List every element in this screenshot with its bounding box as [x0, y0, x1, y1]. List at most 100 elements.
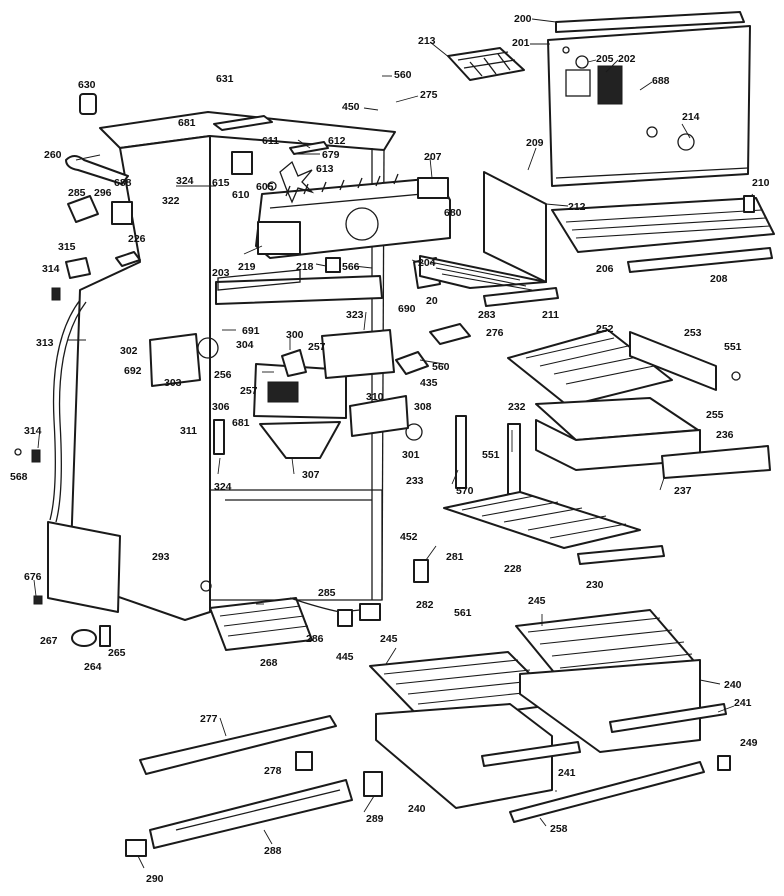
- callout-323: 323: [346, 309, 364, 321]
- callout-202: 202: [618, 53, 636, 65]
- part-number-callouts: 200 201 202 205 688 213 560 275 450 630 631 681 611 6…: [10, 13, 770, 885]
- callout-256: 256: [214, 369, 232, 381]
- callout-241a: 241: [734, 697, 752, 709]
- callout-322: 322: [162, 195, 180, 207]
- callout-289: 289: [366, 813, 384, 825]
- callout-313: 313: [36, 337, 54, 349]
- callout-226: 226: [128, 233, 146, 245]
- callout-288: 288: [264, 845, 282, 857]
- callout-236: 236: [716, 429, 734, 441]
- callout-249: 249: [740, 737, 758, 749]
- callout-296: 296: [94, 187, 112, 199]
- callout-631: 631: [216, 73, 234, 85]
- callout-267: 267: [40, 635, 58, 647]
- callout-203: 203: [212, 267, 230, 279]
- callout-680: 680: [444, 207, 462, 219]
- callout-213: 213: [418, 35, 436, 47]
- callout-310: 310: [366, 391, 384, 403]
- callout-237: 237: [674, 485, 692, 497]
- callout-277: 277: [200, 713, 218, 725]
- callout-228: 228: [504, 563, 522, 575]
- callout-201: 201: [512, 37, 530, 49]
- callout-610: 610: [232, 189, 250, 201]
- callout-314b: 314: [24, 425, 42, 437]
- callout-676: 676: [24, 571, 42, 583]
- callout-630: 630: [78, 79, 96, 91]
- callout-20: 20: [426, 295, 438, 307]
- callout-207: 207: [424, 151, 442, 163]
- callout-233: 233: [406, 475, 424, 487]
- callout-200: 200: [514, 13, 532, 25]
- fresh-food-shelf-228: [443, 415, 665, 565]
- callout-551a: 551: [724, 341, 742, 353]
- callout-566: 566: [342, 261, 360, 273]
- callout-290: 290: [146, 873, 164, 885]
- callout-692: 692: [124, 365, 142, 377]
- callout-611: 611: [262, 135, 279, 147]
- callout-306: 306: [212, 401, 230, 413]
- callout-302: 302: [120, 345, 138, 357]
- callout-283: 283: [478, 309, 496, 321]
- callout-612: 612: [328, 135, 346, 147]
- callout-275: 275: [420, 89, 438, 101]
- freezer-wire-shelf-206: [551, 195, 775, 273]
- callout-435: 435: [420, 377, 438, 389]
- callout-205: 205: [596, 53, 614, 65]
- fan-and-controls: [213, 115, 341, 291]
- callout-315: 315: [58, 241, 76, 253]
- callout-307: 307: [302, 469, 320, 481]
- callout-253: 253: [684, 327, 702, 339]
- callout-561: 561: [454, 607, 472, 619]
- evaporator-assembly: [255, 173, 451, 259]
- callout-268: 268: [260, 657, 278, 669]
- cabinet-frame: [47, 111, 396, 621]
- freezer-shelf-212: [419, 171, 559, 307]
- callout-208: 208: [710, 273, 728, 285]
- crisper-left: [369, 651, 581, 809]
- callout-276: 276: [486, 327, 504, 339]
- callout-688a: 688: [652, 75, 670, 87]
- lower-rails: [125, 559, 705, 857]
- callout-690: 690: [398, 303, 416, 315]
- callout-278: 278: [264, 765, 282, 777]
- callout-615: 615: [212, 177, 230, 189]
- callout-209: 209: [526, 137, 544, 149]
- callout-613: 613: [316, 163, 334, 175]
- callout-308: 308: [414, 401, 432, 413]
- callout-264: 264: [84, 661, 102, 673]
- callout-210: 210: [752, 177, 770, 189]
- callout-257b: 257: [240, 385, 258, 397]
- callout-679: 679: [322, 149, 340, 161]
- callout-232: 232: [508, 401, 526, 413]
- callout-568: 568: [10, 471, 28, 483]
- callout-219: 219: [238, 261, 256, 273]
- callout-324b: 324: [214, 481, 232, 493]
- callout-551b: 551: [482, 449, 500, 461]
- callout-265: 265: [108, 647, 126, 659]
- callout-285b: 285: [318, 587, 336, 599]
- callout-258: 258: [550, 823, 568, 835]
- leader-lines: [33, 18, 755, 869]
- callout-245a: 245: [528, 595, 546, 607]
- callout-691: 691: [242, 325, 260, 337]
- callout-560b: 560: [432, 361, 450, 373]
- callout-240a: 240: [724, 679, 742, 691]
- callout-211: 211: [542, 309, 559, 321]
- freezer-rear-panel: [547, 11, 751, 187]
- callout-303: 303: [164, 377, 182, 389]
- callout-218: 218: [296, 261, 314, 273]
- callout-681b: 681: [232, 417, 250, 429]
- callout-445: 445: [336, 651, 354, 663]
- callout-300: 300: [286, 329, 304, 341]
- callout-281: 281: [446, 551, 464, 563]
- callout-314a: 314: [42, 263, 60, 275]
- callout-452: 452: [400, 531, 418, 543]
- callout-230: 230: [586, 579, 604, 591]
- callout-241b: 241: [558, 767, 576, 779]
- callout-245b: 245: [380, 633, 398, 645]
- callout-450: 450: [342, 101, 360, 113]
- callout-286: 286: [306, 633, 324, 645]
- crisper-right: [515, 609, 731, 771]
- callout-257a: 257: [308, 341, 326, 353]
